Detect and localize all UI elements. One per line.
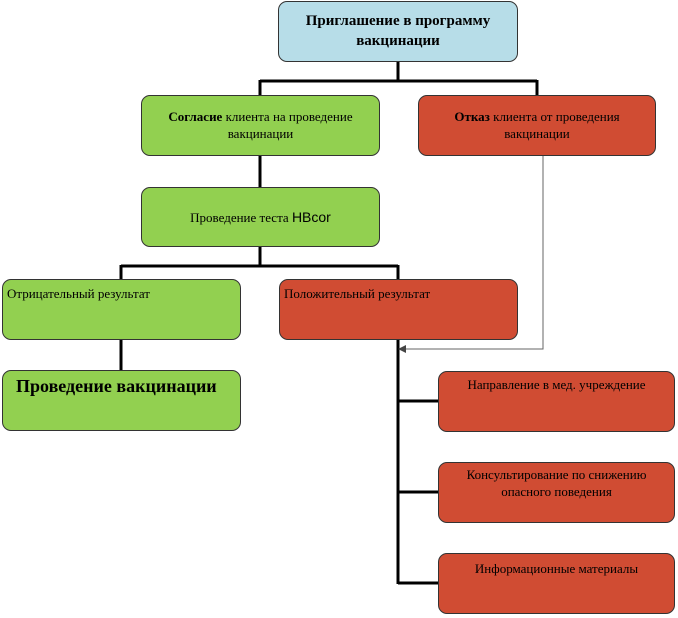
arrowhead-icon bbox=[398, 345, 406, 353]
node-consent-line1: Согласие клиента на проведение bbox=[168, 109, 352, 126]
node-positive-text: Положительный результат bbox=[284, 286, 431, 301]
node-invitation: Приглашение в программу вакцинации bbox=[278, 1, 518, 62]
node-referral-text: Направление в мед. учреждение bbox=[467, 377, 646, 392]
node-negative-text: Отрицательный результат bbox=[7, 286, 150, 301]
node-materials: Информационные материалы bbox=[438, 553, 675, 614]
node-refusal-line1: Отказ клиента от проведения bbox=[454, 109, 619, 126]
node-positive: Положительный результат bbox=[279, 279, 518, 340]
node-refusal-bold: Отказ bbox=[454, 108, 490, 124]
node-vaccination: Проведение вакцинации bbox=[2, 370, 241, 431]
node-counseling: Консультирование по снижению опасного по… bbox=[438, 462, 675, 523]
node-test: Проведение теста HBcor bbox=[141, 187, 380, 247]
node-invitation-line2: вакцинации bbox=[356, 32, 440, 49]
node-consent-bold: Согласие bbox=[168, 108, 223, 124]
node-consent-rest: клиента на проведение bbox=[222, 108, 353, 124]
node-counseling-line1: Консультирование по снижению bbox=[466, 467, 647, 482]
node-invitation-line1: Приглашение в программу bbox=[305, 13, 491, 29]
node-test-label: Проведение теста HBcor bbox=[190, 208, 331, 227]
node-materials-text: Информационные материалы bbox=[474, 561, 639, 576]
node-counseling-line2: опасного поведения bbox=[501, 483, 612, 499]
node-test-code: HBcor bbox=[291, 208, 331, 225]
node-consent-line2: вакцинации bbox=[227, 125, 294, 141]
node-refusal-rest: клиента от проведения bbox=[489, 108, 620, 124]
connector-refusal-arrow bbox=[404, 155, 544, 350]
node-consent: Согласие клиента на проведение вакцинаци… bbox=[141, 95, 380, 156]
node-vaccination-text: Проведение вакцинации bbox=[16, 376, 217, 396]
node-refusal-line2: вакцинации bbox=[504, 125, 570, 141]
node-test-text: Проведение теста bbox=[190, 209, 292, 225]
node-refusal: Отказ клиента от проведения вакцинации bbox=[418, 95, 656, 156]
node-referral: Направление в мед. учреждение bbox=[438, 371, 675, 432]
node-negative: Отрицательный результат bbox=[2, 279, 241, 340]
